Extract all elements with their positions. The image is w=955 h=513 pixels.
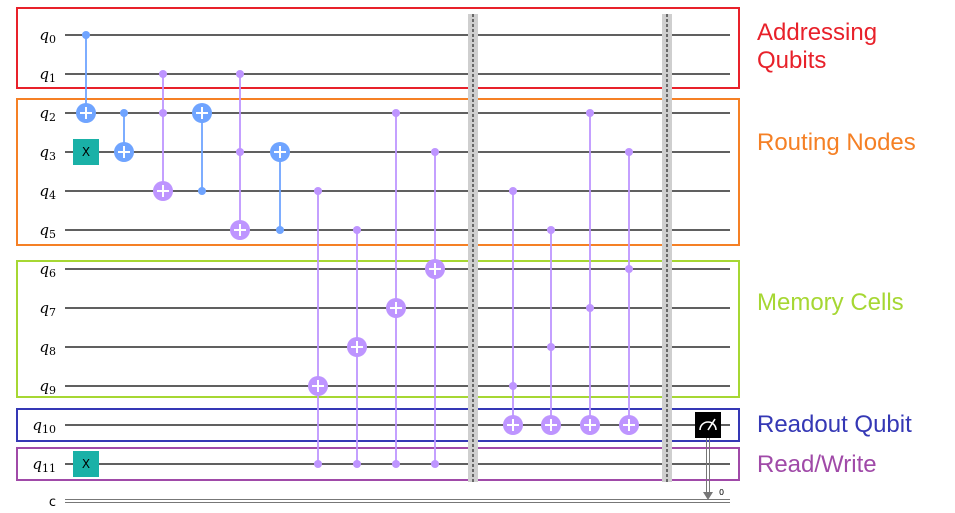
control-dot: [198, 187, 206, 195]
control-dot: [236, 70, 244, 78]
control-dot: [625, 265, 633, 273]
control-dot: [547, 343, 555, 351]
control-dot: [509, 187, 517, 195]
control-dot: [392, 460, 400, 468]
qubit-label: q8: [39, 338, 56, 358]
qubit-label: q4: [39, 182, 56, 202]
region-label-routing: Routing Nodes: [757, 129, 916, 156]
control-dot: [431, 460, 439, 468]
barrier: [468, 14, 478, 482]
control-dot: [431, 148, 439, 156]
control-dot: [314, 460, 322, 468]
region-label-memory: Memory Cells: [757, 289, 904, 316]
qubit-label: q9: [39, 377, 56, 397]
region-box-addressing: [16, 7, 740, 89]
qubit-label: q3: [39, 143, 56, 163]
control-dot: [159, 70, 167, 78]
barriers: [468, 14, 672, 482]
control-dot: [314, 187, 322, 195]
control-dot: [509, 382, 517, 390]
control-dot: [82, 31, 90, 39]
measure-gate: [695, 412, 721, 438]
region-box-readout: [16, 408, 740, 442]
measure-bit-label: 0: [719, 488, 724, 497]
measure-arrow: [703, 492, 713, 500]
region-box-routing: [16, 98, 740, 246]
meter-arc: [699, 421, 717, 431]
control-dot: [120, 109, 128, 117]
qubit-label: q0: [39, 26, 56, 46]
control-dot: [392, 109, 400, 117]
region-label-readout: Readout Qubit: [757, 411, 912, 438]
qubit-label: q7: [39, 299, 56, 319]
control-dot: [586, 109, 594, 117]
control-dot: [547, 226, 555, 234]
region-boxes: [16, 7, 740, 481]
region-label-readwrite: Read/Write: [757, 451, 877, 478]
qubit-label: q2: [39, 104, 56, 124]
qubit-label: q5: [39, 221, 56, 241]
qubit-label: q10: [32, 416, 56, 436]
control-dot: [625, 148, 633, 156]
qubit-label: q11: [32, 455, 56, 475]
control-dot: [353, 226, 361, 234]
qubit-label: q6: [39, 260, 56, 280]
x-gate-label: X: [82, 145, 90, 159]
control-dot: [353, 460, 361, 468]
qubit-labels: q0 q1 q2 q3 q4 q5 q6 q7 q8 q9 q10 q11 c: [32, 26, 56, 510]
classical-label: c: [49, 495, 56, 510]
control-dot: [586, 304, 594, 312]
region-label-addressing: Addressing: [757, 19, 877, 46]
gates: X X 0: [73, 31, 724, 500]
region-label-addressing: Qubits: [757, 47, 826, 74]
x-gate-label: X: [82, 457, 90, 471]
qubit-label: q1: [39, 65, 56, 85]
control-dot: [236, 148, 244, 156]
x-gate: [73, 451, 99, 477]
barrier: [662, 14, 672, 482]
region-box-readwrite: [16, 447, 740, 481]
control-dot: [276, 226, 284, 234]
meter-needle: [707, 418, 716, 431]
x-gate: [73, 139, 99, 165]
region-box-memory: [16, 260, 740, 398]
control-dot: [159, 109, 167, 117]
